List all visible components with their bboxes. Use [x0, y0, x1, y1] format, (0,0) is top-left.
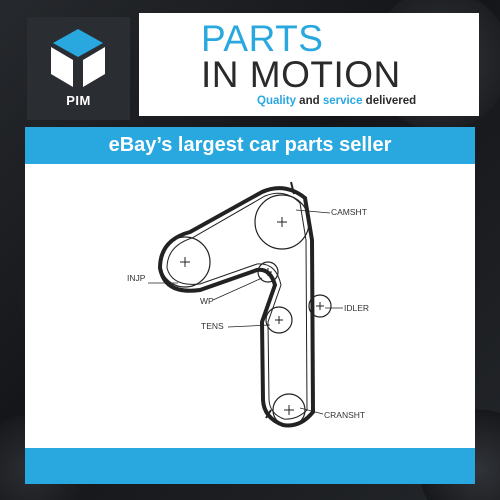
logo-text: PIM [66, 93, 91, 108]
water-pump-pulley [257, 261, 279, 283]
brand-title-line1: PARTS [201, 18, 324, 59]
brand-header: PARTS IN MOTION Quality and service deli… [139, 13, 479, 116]
footer-bar [25, 448, 475, 484]
injection-pump-label: INJP [127, 273, 146, 283]
timing-belt [157, 186, 316, 428]
brand-tagline: Quality and service delivered [257, 95, 417, 107]
tensioner-label: TENS [201, 321, 224, 331]
seller-banner: eBay’s largest car parts seller [25, 127, 475, 164]
injection-pump-pulley [159, 236, 211, 288]
idler-label: IDLER [344, 303, 369, 313]
brand-title-line2: IN MOTION [201, 54, 401, 95]
tensioner-pulley [265, 306, 293, 334]
water-pump-label: WP [200, 296, 214, 306]
pim-logo: PIM [27, 17, 130, 120]
crankshaft-pulley [272, 393, 306, 427]
crankshaft-label: CRANSHT [324, 410, 365, 420]
idler-pulley [308, 294, 332, 318]
timing-belt-diagram: CAMSHT INJP WP IDLER TENS CRANSHT [25, 164, 475, 448]
camshaft-label: CAMSHT [331, 207, 367, 217]
cube-logo-icon [51, 29, 105, 87]
camshaft-pulley [254, 194, 310, 250]
